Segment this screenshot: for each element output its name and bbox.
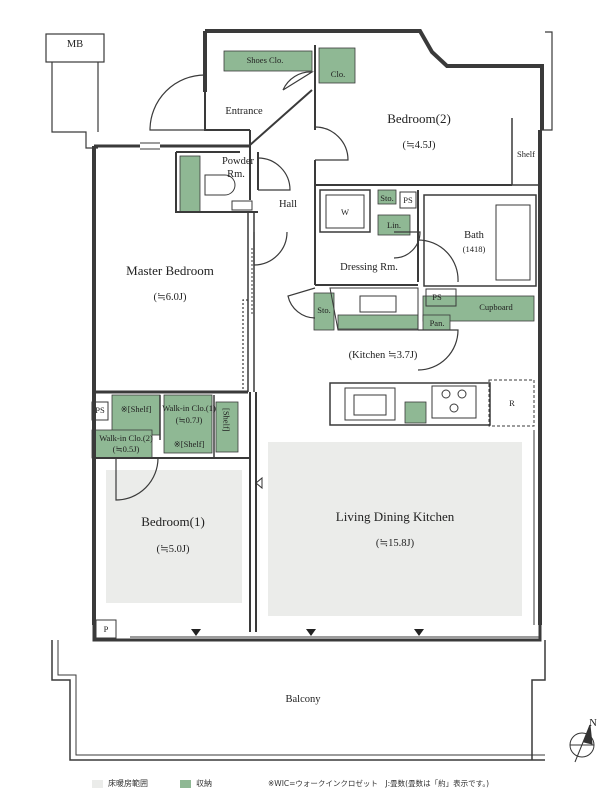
floor-heating-ldk — [268, 442, 522, 616]
storage-blocks — [91, 47, 535, 459]
storage-top-label: Sto. — [380, 193, 394, 203]
refrigerator-label: R — [509, 398, 515, 408]
p-label: P — [103, 624, 109, 634]
cupboard-label: Cupboard — [479, 302, 513, 312]
bedroom2-area: (≒4.5J) — [402, 140, 436, 151]
legend-floor-heating: 床暖房範囲 — [108, 779, 148, 788]
legend-storage: 収納 — [196, 779, 212, 788]
entrance-label: Entrance — [225, 106, 263, 117]
master-bedroom-area: (≒6.0J) — [153, 292, 187, 303]
closet-label: Clo. — [330, 69, 346, 79]
bedroom2-label: Bedroom(2) — [387, 111, 451, 126]
dressing-room-label: Dressing Rm. — [340, 262, 398, 273]
powder-room-label: Powder — [221, 156, 255, 167]
linen-label: Lin. — [387, 220, 401, 230]
powder-room-label-2: Rm. — [227, 169, 245, 180]
hall-label: Hall — [278, 199, 298, 210]
ps-mid-label: PS — [432, 292, 442, 302]
door-swings — [115, 71, 459, 501]
master-bedroom-label: Master Bedroom — [126, 263, 214, 278]
legend-note: ※WIC=ウォークインクロゼット J:畳数(畳数は「約」表示です。) — [268, 779, 490, 788]
shelf-b-label: ※[Shelf] — [173, 439, 205, 449]
bath-size: (1418) — [462, 244, 486, 254]
balcony-label: Balcony — [285, 694, 321, 705]
compass-icon — [569, 724, 595, 763]
shelf-vertical-label: [Shelf] — [221, 408, 232, 432]
legend-floor-heating-swatch — [92, 780, 103, 788]
ps-top-label: PS — [403, 195, 413, 205]
bedroom1-area: (≒5.0J) — [156, 544, 190, 555]
walls — [45, 29, 553, 761]
wic2-area: (≒0.5J) — [112, 444, 140, 454]
wic2-label: Walk-in Clo.(2) — [99, 433, 153, 443]
shoes-closet-label: Shoes Clo. — [246, 55, 284, 65]
kitchen-label: (Kitchen ≒3.7J) — [348, 350, 418, 361]
mb-label: MB — [66, 39, 84, 50]
balcony-door-markers — [191, 476, 424, 636]
compass-north-label: N — [589, 718, 597, 729]
shelf-label: Shelf — [517, 149, 535, 159]
windows — [130, 142, 540, 638]
washer-label: W — [340, 207, 350, 217]
storage-left-label: Sto. — [317, 305, 331, 315]
wic1-area: (≒0.7J) — [175, 415, 203, 425]
bedroom1-label: Bedroom(1) — [141, 514, 205, 529]
floor-heating-bedroom1 — [106, 470, 242, 603]
ps-left-label: PS — [95, 405, 105, 415]
pantry-label: Pan. — [429, 318, 445, 328]
bath-label: Bath — [464, 230, 484, 241]
wic1-label: Walk-in Clo.(1) — [162, 403, 216, 413]
shelf-a-label: ※[Shelf] — [120, 404, 152, 414]
fixtures — [204, 174, 467, 416]
ldk-label: Living Dining Kitchen — [335, 509, 455, 524]
legend-storage-swatch — [180, 780, 191, 788]
ldk-area: (≒15.8J) — [375, 538, 415, 549]
